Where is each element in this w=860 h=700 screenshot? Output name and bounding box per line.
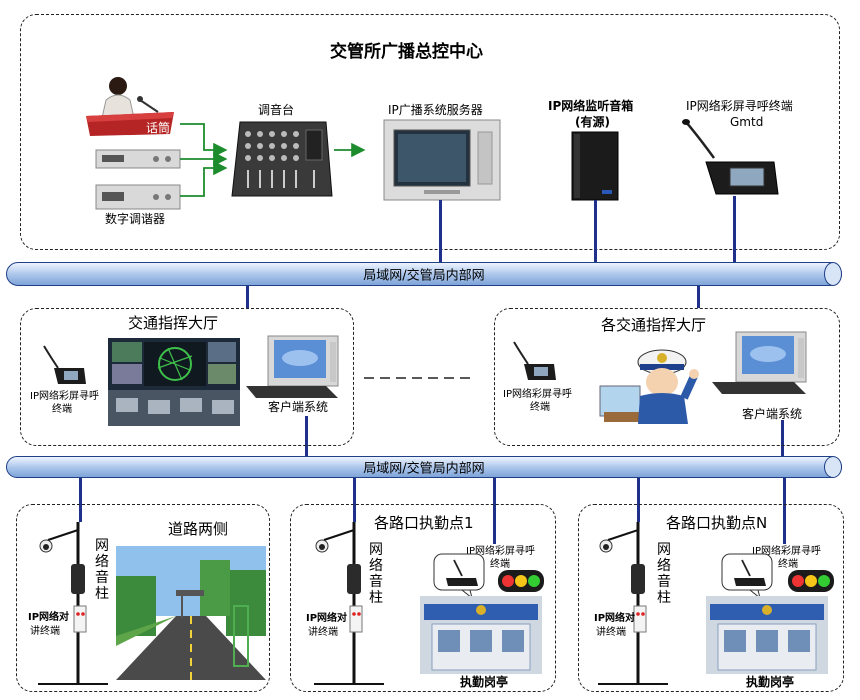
crossN-paging-sublabel: 终端 <box>778 559 798 570</box>
hall-right-paging-sublabel: 终端 <box>530 402 550 413</box>
command-hall-photo <box>108 338 240 426</box>
cross1-paging-sublabel: 终端 <box>490 559 510 570</box>
monitor-speaker-icon <box>571 131 619 201</box>
cross1-intercom-label: IP网络对 <box>306 613 348 624</box>
hall-right-paging-label: IP网络彩屏寻呼 <box>503 389 572 400</box>
hall-right-paging-icon <box>513 341 556 380</box>
crossN-pole-label: 网络音柱 <box>657 542 671 606</box>
hall-left-client-label: 客户端系统 <box>268 400 329 414</box>
server-icon <box>383 119 501 201</box>
hall-right-client-computer-icon <box>712 331 807 394</box>
monitor-speaker-label: IP网络监听音箱 <box>548 99 634 113</box>
road-title: 道路两侧 <box>168 520 229 538</box>
crossN-paging-label: IP网络彩屏寻呼 <box>752 546 821 557</box>
crossN-paging-bubble-icon <box>721 553 773 600</box>
digital-tuner-device-2 <box>95 184 181 210</box>
crossN-booth-photo <box>706 596 828 674</box>
paging-terminal-model: Gmtd <box>730 115 764 129</box>
hall-right-title: 各交通指挥大厅 <box>601 316 707 334</box>
wire-cross1-paging <box>493 478 496 544</box>
crossN-intercom-sublabel: 讲终端 <box>596 627 626 638</box>
crossN-pole-icon <box>598 522 668 685</box>
crossN-intercom-label: IP网络对 <box>594 613 636 624</box>
road-pole-icon <box>38 522 108 685</box>
cross1-traffic-light-icon <box>498 570 544 592</box>
network-pipe-upper-label: 局域网/交管局内部网 <box>363 268 485 284</box>
cross1-paging-bubble-icon <box>433 553 485 600</box>
wire-cross1-pole <box>353 478 356 522</box>
hall-left-client-computer-icon <box>246 335 339 398</box>
operator-icon <box>86 77 174 136</box>
network-pipe-lower-cap <box>824 455 842 478</box>
crossN-booth-label: 执勤岗亭 <box>746 675 795 689</box>
cross1-intercom-sublabel: 讲终端 <box>308 627 338 638</box>
microphone-label: 话筒 <box>146 121 171 135</box>
hall-left-paging-icon <box>43 345 86 384</box>
road-photo <box>116 546 266 680</box>
wire-speaker <box>594 200 597 262</box>
road-intercom-label: IP网络对 <box>28 612 70 623</box>
hall-left-paging-label: IP网络彩屏寻呼 <box>30 391 99 402</box>
hall-left-paging-sublabel: 终端 <box>52 404 72 415</box>
traffic-police-cartoon <box>599 349 699 424</box>
wire-hall-right <box>697 286 700 308</box>
hall-left-title: 交通指挥大厅 <box>128 314 219 332</box>
control-center-title: 交管所广播总控中心 <box>330 42 483 62</box>
hall-left-box <box>20 308 354 446</box>
cross1-booth-photo <box>420 596 542 674</box>
wire-crossN-paging <box>783 478 786 544</box>
server-label: IP广播系统服务器 <box>388 103 483 117</box>
network-pipe-lower: 局域网/交管局内部网 <box>6 455 842 478</box>
hall-right-box <box>494 308 840 446</box>
wire-crossN-pole <box>637 478 640 522</box>
cross1-title: 各路口执勤点1 <box>374 514 474 532</box>
cross1-paging-label: IP网络彩屏寻呼 <box>466 546 535 557</box>
control-center-box <box>20 14 840 250</box>
cross1-booth-label: 执勤岗亭 <box>460 675 509 689</box>
road-box <box>16 504 270 692</box>
digital-tuner-label: 数字调谐器 <box>105 212 166 226</box>
network-pipe-lower-label: 局域网/交管局内部网 <box>363 461 485 477</box>
wire-hall-left <box>246 286 249 308</box>
wire-server <box>439 200 442 262</box>
monitor-speaker-sublabel: (有源) <box>575 115 610 129</box>
paging-terminal-label: IP网络彩屏寻呼终端 <box>686 99 793 113</box>
cross1-box <box>290 504 556 692</box>
wire-hall-right-client <box>781 420 784 456</box>
paging-terminal-icon <box>682 119 779 195</box>
road-intercom-sublabel: 讲终端 <box>30 626 60 637</box>
wire-road-pole <box>79 478 82 522</box>
crossN-title: 各路口执勤点N <box>666 514 768 532</box>
crossN-box <box>578 504 844 692</box>
network-pipe-upper-cap <box>824 261 842 286</box>
mixer-label: 调音台 <box>258 103 295 117</box>
wire-paging-top <box>733 196 736 262</box>
crossN-traffic-light-icon <box>788 570 834 592</box>
cross1-pole-label: 网络音柱 <box>369 542 383 606</box>
road-pole-label: 网络音柱 <box>95 538 109 602</box>
wire-hall-left-client <box>305 416 308 456</box>
network-pipe-upper: 局域网/交管局内部网 <box>6 261 842 286</box>
cross1-pole-icon <box>314 522 384 685</box>
audio-mixer-icon <box>231 121 333 197</box>
hall-right-client-label: 客户端系统 <box>742 407 803 421</box>
